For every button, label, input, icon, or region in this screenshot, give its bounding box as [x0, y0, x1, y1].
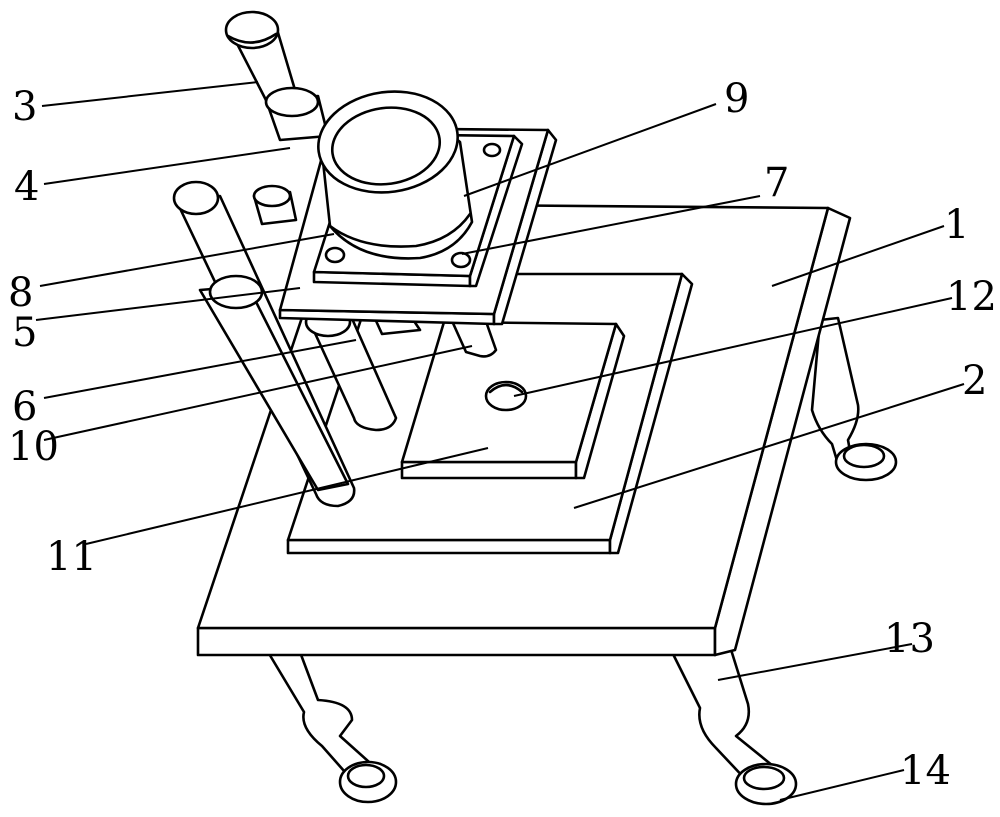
- workpiece-block: [400, 320, 626, 480]
- leg: [670, 638, 798, 806]
- label-11: 11: [46, 534, 97, 580]
- label-12: 12: [946, 274, 997, 320]
- guide-sleeve: [264, 86, 330, 142]
- reference-labels: 1 2 3 4 5 6 7 8 9 10 11 12 13 14: [8, 76, 997, 794]
- leader-lines: [35, 81, 965, 801]
- label-13: 13: [884, 616, 935, 662]
- rear-right-leg: [810, 316, 898, 482]
- label-2: 2: [962, 358, 987, 404]
- positioning-boss: [484, 380, 528, 412]
- rear-rod-pin: [252, 184, 298, 226]
- label-1: 1: [944, 202, 969, 248]
- label-9: 9: [724, 76, 749, 122]
- label-5: 5: [12, 310, 37, 356]
- label-10: 10: [8, 424, 59, 470]
- motor-body: [317, 90, 474, 260]
- label-6: 6: [12, 384, 37, 430]
- label-14: 14: [900, 748, 951, 794]
- label-3: 3: [12, 84, 37, 130]
- label-8: 8: [8, 270, 33, 316]
- front-guide-rod: [172, 180, 356, 508]
- front-left-leg: [266, 650, 398, 804]
- label-7: 7: [764, 160, 789, 206]
- label-4: 4: [14, 164, 39, 210]
